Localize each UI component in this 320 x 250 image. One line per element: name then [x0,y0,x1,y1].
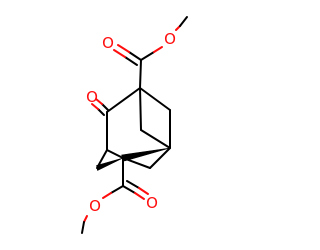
bond-ketone-2-o [91,103,99,110]
bond-top-ester-ether-o [153,46,163,53]
top-ester-carbonyl-oxygen-label: O [102,34,114,52]
bond-ketone-1-o [95,98,103,105]
molecule-structure: O O O O O [81,16,188,234]
bond-top-ester-carbonyl-1 [128,51,142,61]
bond-top-methyl [179,16,188,27]
bond-bottom-methyl-o [83,215,88,223]
bond-bottom-ester-carbonyl-1 [122,185,136,194]
bond-bottom-ester-carbonyl-2 [126,180,140,189]
bond-top-ester-carbonyl-2-o [113,49,126,58]
bond-bottom-ester-carbonyl-2-o [138,187,149,195]
top-ester-ether-oxygen-label: O [164,30,176,48]
bond-top-ester-carbonyl-1-o [117,44,130,53]
bottom-ester-ether-oxygen-label: O [89,197,101,215]
bond-top-ester-ether [140,51,155,61]
bond-bottom-ester-carbonyl-1-o [134,192,145,200]
bond-ketone-1 [101,103,109,111]
wedge-bond-c5-c4 [96,157,124,171]
bond-c7-c6 [149,147,171,169]
bond-c1-c2 [106,87,141,113]
bond-bottom-ester-ether-o [102,192,112,199]
bond-bottom-methyl [81,221,85,234]
ketone-oxygen-label: O [86,88,98,106]
bond-bottom-ester-ether [110,185,124,194]
bond-c8-c7 [140,129,171,149]
bond-c1-c9 [139,87,171,111]
bottom-ester-carbonyl-oxygen-label: O [146,194,158,212]
bond-c1-c8 [139,87,142,131]
bond-c3-c5 [106,149,124,159]
molecule-canvas: O O O O O [81,16,188,234]
bond-ketone-2 [97,108,105,116]
bond-c1-top-ester-carbon [139,59,142,89]
bond-top-ester-carbonyl-2 [124,56,138,66]
